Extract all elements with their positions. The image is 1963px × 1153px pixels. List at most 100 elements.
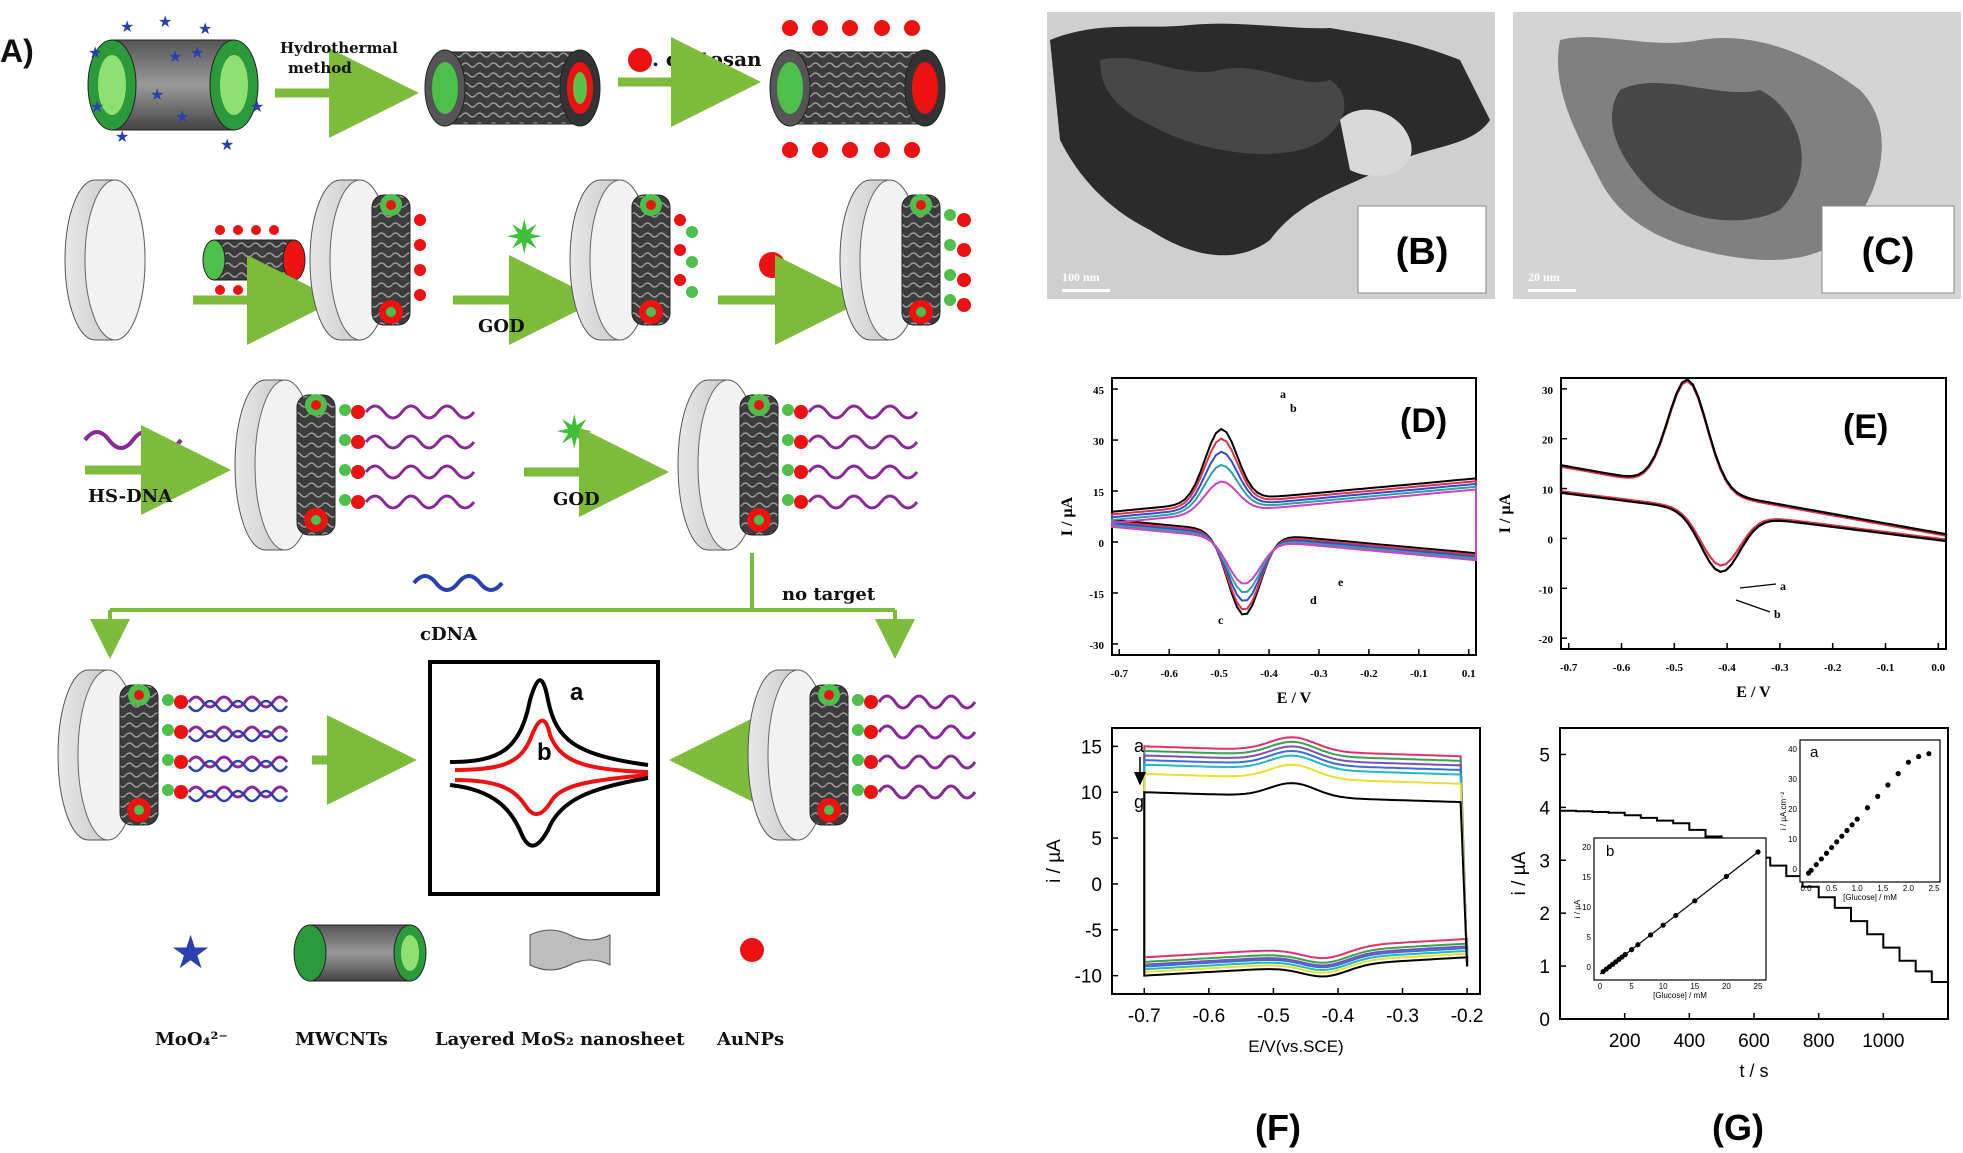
panel-d-xtick: -0.3 — [1310, 668, 1328, 680]
inset-label-a: a — [570, 679, 584, 706]
panel-g-ytick: 0 — [1539, 1010, 1550, 1031]
panel-f-curve-e — [1144, 756, 1467, 970]
svg-text:★: ★ — [158, 12, 172, 31]
legend-mwcnt-icon — [294, 925, 426, 981]
panel-g-xtick: 600 — [1738, 1031, 1770, 1052]
panel-g-inset-b-point — [1724, 874, 1729, 879]
panel-g-inset-b-point — [1623, 952, 1628, 957]
small-tube — [203, 225, 305, 295]
panel-d-xtick: -0.2 — [1360, 668, 1378, 680]
panel-g-inset-a-point — [1844, 828, 1849, 833]
panel-a-schematic: ★★★ ★★★ ★★★ ★★★ Hydrothermal method . ch… — [0, 12, 975, 1050]
panel-g-inset-a-ytick: 30 — [1788, 775, 1797, 784]
legend-aunp-icon — [740, 938, 764, 962]
panel-d-ytick: 0 — [1099, 538, 1105, 550]
panel-d-ylabel: I / µA — [1059, 496, 1076, 536]
panel-g-chart: 5432102004006008001000i / µAt / s(G)a403… — [1509, 728, 1948, 1148]
svg-text:★: ★ — [168, 47, 182, 66]
panel-e-xtick: -0.6 — [1613, 662, 1631, 674]
panel-f-ylabel: i / µA — [1044, 839, 1065, 883]
panel-e-ytick: 20 — [1542, 435, 1554, 447]
svg-text:★: ★ — [90, 97, 104, 116]
panel-b-tem: (B) 100 nm — [1047, 12, 1495, 299]
legend-moo4: MoO₄²⁻ — [155, 1029, 228, 1050]
panel-b-label: (B) — [1396, 231, 1449, 273]
god-star-2: ✷ — [555, 405, 594, 459]
panel-g-inset-a-point — [1875, 794, 1880, 799]
panel-g-inset-b-xtick: 15 — [1690, 982, 1699, 991]
panel-g-ytick: 2 — [1539, 904, 1550, 925]
hs-dna-label: HS-DNA — [88, 486, 173, 507]
aunp-dot — [759, 252, 785, 278]
panel-g-inset-b-point — [1661, 923, 1666, 928]
svg-text:★: ★ — [150, 85, 164, 104]
electrode-dna-god — [678, 380, 917, 550]
panel-f-arrow-g: g — [1134, 792, 1144, 812]
panel-e-ytick: 10 — [1542, 485, 1554, 497]
legend-nanosheet-icon — [530, 930, 610, 970]
panel-g-inset-b-xtick: 25 — [1754, 982, 1763, 991]
panel-b-scale: 100 nm — [1062, 270, 1100, 284]
panel-d-xtick: -0.7 — [1111, 668, 1129, 680]
panel-e-xtick: -0.2 — [1824, 662, 1842, 674]
cdna-wave — [414, 576, 502, 590]
panel-g-inset-a-xtick: 0.5 — [1826, 884, 1838, 893]
panel-d-chart: 4530150-15-30-0.7-0.6-0.5-0.4-0.3-0.2-0.… — [1059, 378, 1476, 707]
panel-f-ytick: -10 — [1075, 967, 1102, 988]
panel-g-xtick: 200 — [1609, 1031, 1641, 1052]
panel-g-inset-a-xtick: 2.5 — [1928, 884, 1940, 893]
panel-g-inset-b-point — [1673, 913, 1678, 918]
electrode-modified-3 — [840, 180, 971, 340]
panel-d-ytick: 15 — [1093, 487, 1105, 499]
panel-g-inset-a-point — [1896, 771, 1901, 776]
no-target-label: no target — [782, 584, 876, 605]
panel-f-curve-c — [1144, 746, 1467, 966]
panel-g-inset-a-point — [1839, 834, 1844, 839]
panel-g-inset-a-point — [1865, 805, 1870, 810]
panel-f-xtick: -0.6 — [1192, 1006, 1225, 1027]
chitosan-label: . chitosan — [652, 47, 762, 71]
panel-e-ytick: -20 — [1538, 634, 1553, 646]
svg-text:★: ★ — [120, 17, 134, 36]
electrode-no-target — [748, 670, 975, 840]
panel-g-xtick: 1000 — [1862, 1031, 1904, 1052]
panel-f-curve-d — [1144, 751, 1467, 967]
panel-d-curve-label: c — [1218, 613, 1224, 627]
electrode-hybridized — [58, 670, 287, 840]
panel-g-inset-b-ytick: 20 — [1582, 843, 1591, 852]
hydrothermal-label-2: method — [288, 59, 352, 77]
panel-g-inset-b-label: b — [1606, 843, 1614, 860]
svg-text:★: ★ — [220, 135, 234, 154]
panel-g-inset-b-ytick: 15 — [1582, 873, 1591, 882]
god-label-1: GOD — [478, 316, 525, 337]
panel-g-inset-b-point — [1629, 947, 1634, 952]
panel-g-inset-a-xtick: 0.0 — [1800, 884, 1812, 893]
panel-d-label: (D) — [1400, 402, 1447, 440]
electrode-modified-1 — [310, 180, 426, 340]
panel-f-ytick: 10 — [1081, 783, 1102, 804]
panel-g-label: (G) — [1712, 1107, 1764, 1148]
panel-f-curve-g — [1144, 783, 1467, 976]
panel-g-inset-a-ytick: 0 — [1793, 865, 1798, 874]
panel-d-ytick: 30 — [1093, 436, 1105, 448]
panel-g-inset-a-point — [1834, 839, 1839, 844]
mos2-mwcnt-tube — [425, 50, 600, 126]
panel-f-ytick: -5 — [1085, 921, 1102, 942]
panel-f-xtick: -0.3 — [1386, 1006, 1419, 1027]
panel-d-curve-label: b — [1290, 401, 1297, 415]
panel-g-inset-a-point — [1819, 856, 1824, 861]
panel-e-ylabel: I / µA — [1497, 493, 1514, 533]
panel-g-inset-a-ytick: 20 — [1788, 805, 1797, 814]
svg-text:★: ★ — [250, 97, 264, 116]
panel-f-chart: 151050-5-10-0.7-0.6-0.5-0.4-0.3-0.2i / µ… — [1044, 728, 1483, 1148]
panel-g-inset-a-xtick: 2.0 — [1903, 884, 1915, 893]
panel-g-inset-b-xlabel: [Glucose] / mM — [1653, 991, 1707, 1000]
panel-d-curve-label: e — [1338, 575, 1344, 589]
panel-d-ytick: -30 — [1089, 640, 1104, 652]
au-mos2-mwcnt-tube — [770, 20, 945, 158]
panel-e-ytick: 0 — [1548, 534, 1554, 546]
panel-d-ytick: -15 — [1089, 589, 1104, 601]
panel-g-inset-b-xtick: 0 — [1598, 982, 1603, 991]
panel-f-xlabel: E/V(vs.SCE) — [1248, 1037, 1343, 1056]
panel-e-xtick: -0.1 — [1877, 662, 1894, 674]
